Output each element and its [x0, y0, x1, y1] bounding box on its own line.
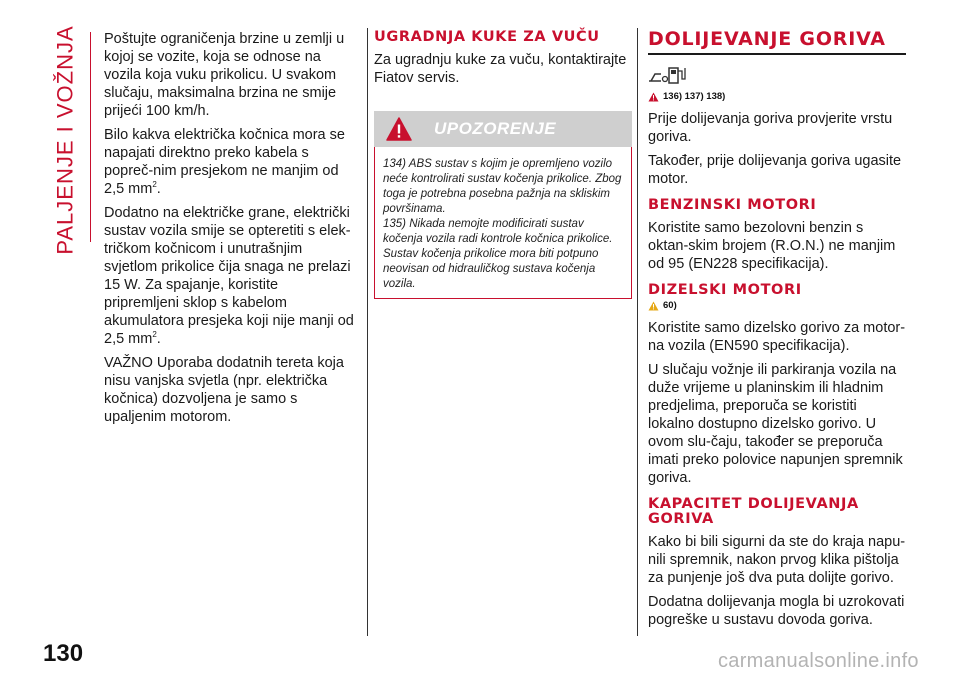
paragraph-electric-brake: Bilo kakva električka kočnica mora se na… — [104, 127, 345, 197]
heading-diesel-engines: DIZELSKI MOTORI — [648, 282, 802, 298]
paragraph-mountain-cold: U slučaju vožnje ili parkiranja vozila n… — [648, 362, 903, 486]
paragraph-check-fuel: Prije dolijevanja goriva provjerite vrst… — [648, 111, 893, 145]
chapter-side-title: PALJENJE I VOŽNJA — [48, 25, 84, 254]
fuel-pump-row — [648, 61, 906, 85]
warning-box: UPOZORENJE 134) ABS sustav s kojim je op… — [374, 111, 632, 299]
warning-triangle-icon — [648, 92, 659, 101]
paragraph-electrical-load: Dodatno na električke grane, električki … — [104, 205, 354, 347]
fuel-pump-icon — [649, 67, 686, 84]
caution-triangle-icon — [648, 301, 659, 310]
footer-watermark: carmanualsonline.info — [718, 650, 919, 672]
column-divider-1 — [367, 28, 368, 636]
paragraph-engine-off: Također, prije dolijevanja goriva ugasit… — [648, 153, 902, 187]
paragraph-tow-hook: Za ugradnju kuke za vuču, kontaktirajte … — [374, 52, 627, 86]
paragraph-diesel: Koristite samo dizelsko gorivo za motor-… — [648, 320, 906, 354]
warning-triangle-icon — [386, 117, 412, 141]
page-number: 130 — [43, 640, 84, 667]
warning-body: 134) ABS sustav s kojim je opremljeno vo… — [374, 147, 632, 299]
chapter-title-text: PALJENJE I VOŽNJA — [53, 25, 78, 255]
warning-header: UPOZORENJE — [374, 111, 632, 147]
paragraph-extra-refuel: Dodatna dolijevanja mogla bi uzrokovati … — [648, 594, 905, 628]
column-divider-2 — [637, 28, 638, 636]
column-3: DOLIJEVANJE GORIVA 136) 137) 138) Prije … — [648, 30, 906, 635]
references-row-2: 60) — [648, 300, 906, 311]
chapter-side-rule — [90, 32, 91, 242]
paragraph-important-note: VAŽNO Uporaba dodatnih tereta koja nisu … — [104, 355, 344, 425]
column-2: UGRADNJA KUKE ZA VUČU Za ugradnju kuke z… — [374, 30, 634, 299]
heading-refueling-capacity: KAPACITET DOLIJEVANJA GORIVA — [648, 496, 859, 527]
heading-tow-hook: UGRADNJA KUKE ZA VUČU — [374, 29, 600, 45]
warning-title: UPOZORENJE — [434, 119, 557, 138]
references-row-1: 136) 137) 138) — [648, 91, 906, 102]
references-text: 60) — [663, 300, 677, 311]
paragraph-fill-tank: Kako bi bili sigurni da ste do kraja nap… — [648, 534, 906, 586]
heading-petrol-engines: BENZINSKI MOTORI — [648, 197, 817, 213]
references-text: 136) 137) 138) — [663, 91, 726, 102]
heading-refueling: DOLIJEVANJE GORIVA — [648, 30, 906, 55]
warning-item-134: 134) ABS sustav s kojim je opremljeno vo… — [383, 158, 622, 215]
paragraph-petrol: Koristite samo bezolovni benzin s oktan-… — [648, 220, 896, 272]
warning-item-135: 135) Nikada nemojte modificirati sustav … — [383, 218, 613, 290]
paragraph-speed-limit: Poštujte ograničenja brzine u zemlji u k… — [104, 31, 345, 119]
column-1: Poštujte ograničenja brzine u zemlji u k… — [104, 30, 354, 432]
